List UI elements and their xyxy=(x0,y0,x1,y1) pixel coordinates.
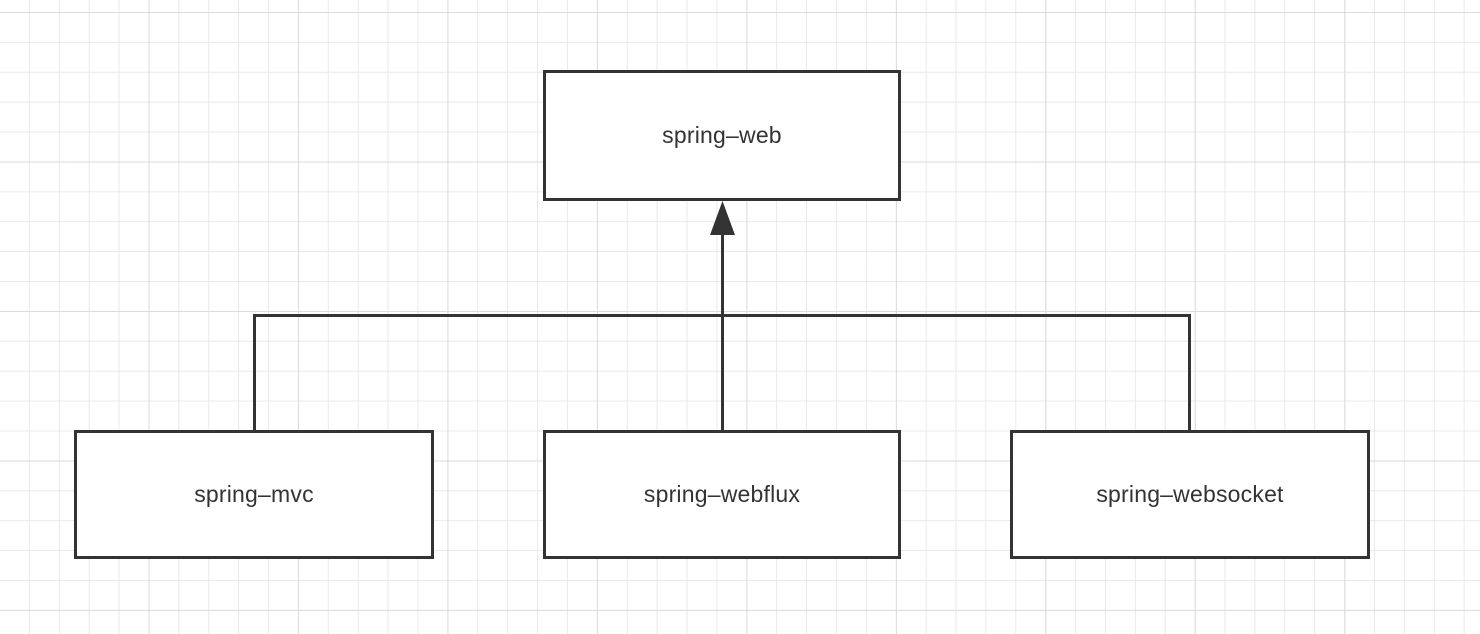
node-label-spring-websocket: spring–websocket xyxy=(1096,481,1284,507)
node-label-spring-web: spring–web xyxy=(662,122,782,148)
node-label-spring-webflux: spring–webflux xyxy=(643,481,801,507)
node-spring-web[interactable]: spring–web xyxy=(543,70,901,201)
node-label-spring-mvc: spring–mvc xyxy=(194,481,314,507)
node-spring-mvc[interactable]: spring–mvc xyxy=(74,430,434,559)
node-spring-websocket[interactable]: spring–websocket xyxy=(1010,430,1370,559)
node-spring-webflux[interactable]: spring–webflux xyxy=(543,430,901,559)
arrowhead-up-icon xyxy=(710,201,735,235)
